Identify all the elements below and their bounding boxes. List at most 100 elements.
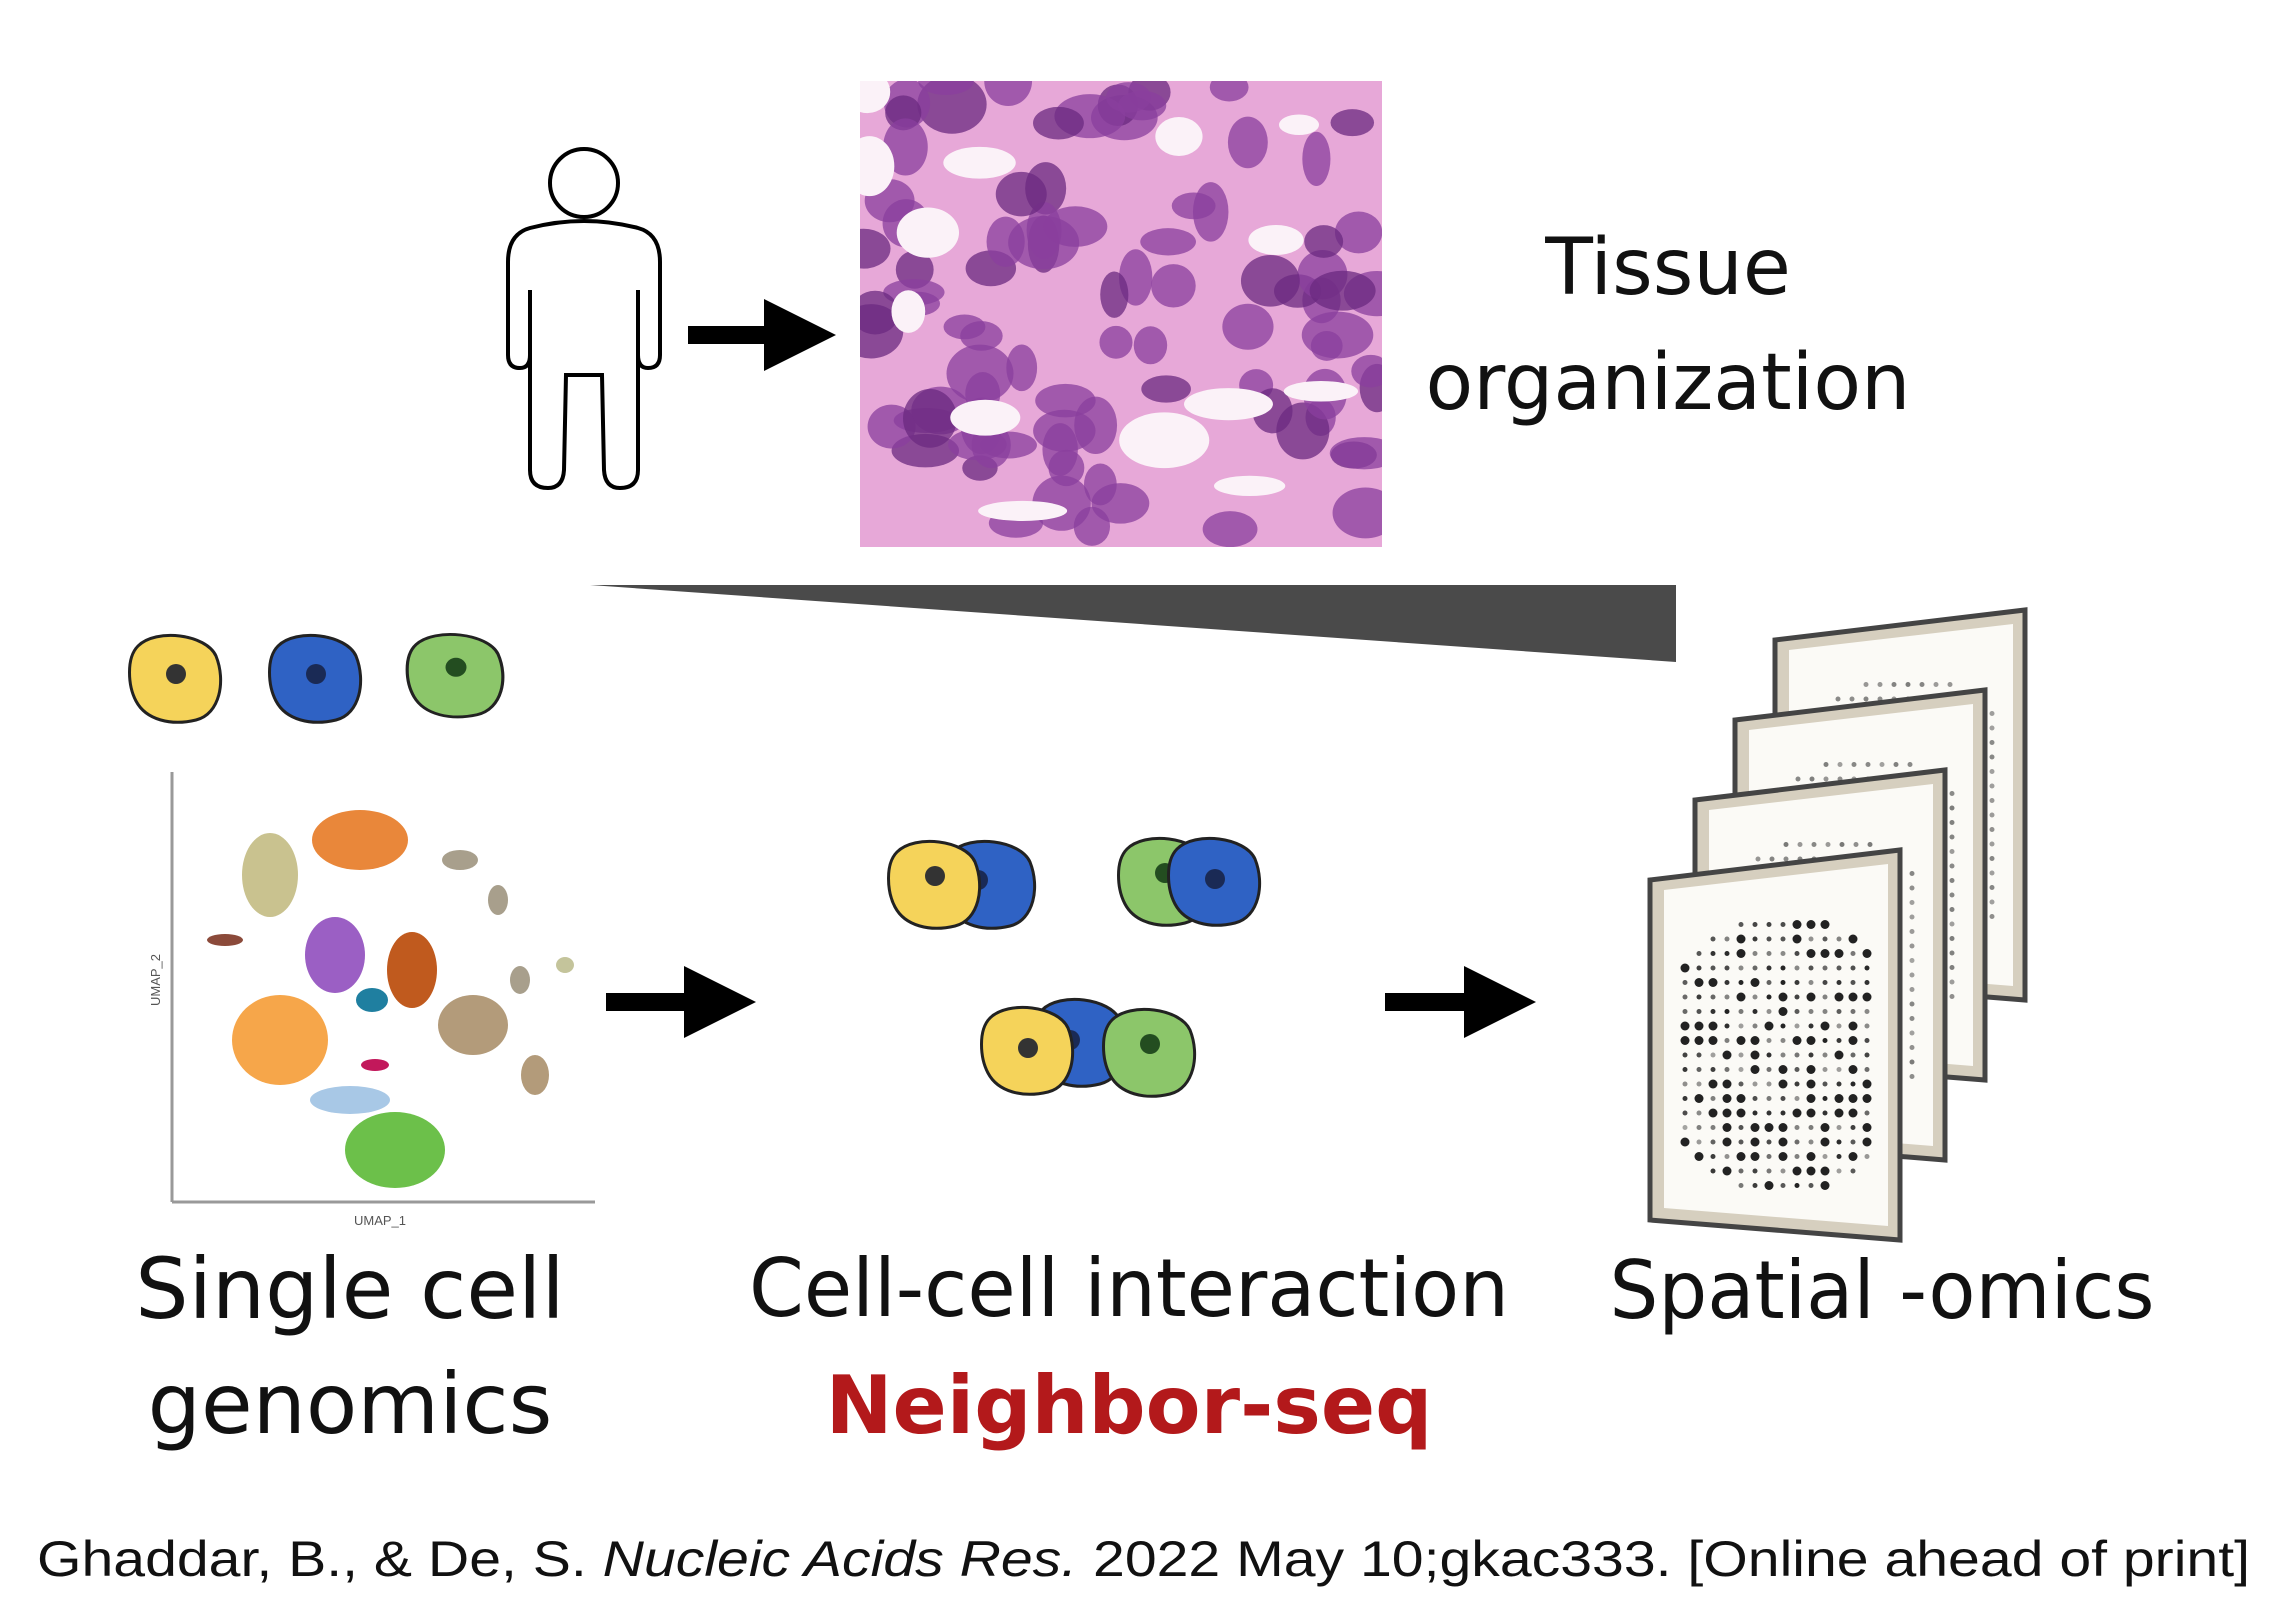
nucleus-blob	[1209, 81, 1249, 102]
spatial-spot	[1780, 1168, 1786, 1174]
spatial-spot	[1750, 978, 1760, 987]
spatial-spot	[1724, 980, 1730, 985]
nucleus-blob	[1006, 344, 1038, 392]
spatial-spot	[1822, 994, 1828, 1000]
spatial-spot	[1752, 1081, 1758, 1087]
spatial-spot	[1694, 978, 1704, 987]
spatial-spot	[1750, 1065, 1760, 1074]
spatial-spot	[1808, 1052, 1814, 1058]
spatial-spot	[1808, 1183, 1814, 1188]
spatial-spot	[1794, 1081, 1800, 1087]
spatial-spot	[1682, 1096, 1688, 1101]
nucleus-blob	[943, 314, 986, 340]
spatial-omics-label: Spatial -omics	[1610, 1244, 2155, 1337]
spatial-spot	[1736, 1108, 1746, 1118]
spatial-spot	[1877, 682, 1883, 687]
spatial-spot	[1809, 776, 1815, 782]
spatial-spot	[1724, 936, 1730, 942]
nucleus-blob	[1043, 206, 1108, 247]
lumen-space	[1183, 388, 1273, 421]
spatial-spot	[1780, 1052, 1786, 1058]
citation-details: 2022 May 10;gkac333. [Online ahead of pr…	[1077, 1531, 2250, 1587]
spatial-spot	[1864, 1154, 1870, 1159]
spatial-spot	[1836, 1125, 1842, 1130]
spatial-spot	[1848, 1108, 1858, 1118]
spatial-spot	[1738, 1139, 1744, 1145]
spatial-spot	[1780, 922, 1786, 927]
spatial-spot	[1736, 1094, 1746, 1103]
spatial-spot	[1794, 1183, 1800, 1188]
neighbor-seq-label: Neighbor-seq	[826, 1359, 1433, 1452]
spatial-spot	[1949, 892, 1955, 898]
spatial-spot	[1696, 1139, 1702, 1145]
spatial-spot	[1820, 1181, 1830, 1190]
spatial-spot	[1778, 1079, 1788, 1089]
spatial-spot	[1738, 1067, 1744, 1072]
spatial-spot	[1708, 1021, 1718, 1031]
nucleus-blob	[1099, 325, 1133, 359]
spatial-spot	[1724, 1038, 1730, 1043]
spatial-spot	[1682, 1110, 1688, 1116]
cell-pair-green-blue	[1117, 836, 1262, 927]
spatial-spot	[1766, 1168, 1772, 1174]
spatial-spot	[1822, 1096, 1828, 1101]
spatial-spot	[1837, 762, 1843, 767]
spatial-spot	[1722, 1123, 1732, 1132]
nucleus-blob	[1309, 270, 1376, 311]
spatial-spot	[1862, 1094, 1872, 1103]
nucleus-blob	[1222, 303, 1274, 350]
spatial-spot	[1780, 965, 1786, 971]
spatial-spot	[1710, 965, 1716, 971]
spatial-spot	[1724, 1023, 1730, 1029]
spatial-spot	[1680, 1021, 1690, 1031]
spatial-spot	[1738, 1052, 1744, 1058]
spatial-spot	[1989, 899, 1995, 905]
spatial-spot	[1738, 1168, 1744, 1174]
spatial-spot	[1766, 1081, 1772, 1087]
spatial-spot	[1792, 920, 1802, 929]
spatial-spot	[1909, 871, 1915, 876]
nucleus-blob	[1100, 271, 1129, 318]
nucleus-blob	[1202, 511, 1258, 547]
lumen-space	[860, 136, 895, 197]
spatial-spot	[1808, 1009, 1814, 1014]
nucleus-blob	[1240, 255, 1300, 307]
spatial-spot	[1708, 1108, 1718, 1118]
spatial-spot	[1710, 1052, 1716, 1058]
spatial-spot	[1909, 958, 1915, 963]
spatial-spot	[1909, 972, 1915, 978]
spatial-spot	[1764, 1021, 1774, 1031]
spatial-spot	[1822, 1067, 1828, 1072]
spatial-spot	[1778, 1065, 1788, 1074]
spatial-spot	[1806, 1036, 1816, 1045]
zoom-wedge	[590, 585, 1676, 662]
citation: Ghaddar, B., & De, S. Nucleic Acids Res.…	[37, 1531, 2250, 1587]
nucleus-blob	[1330, 109, 1375, 137]
spatial-spot	[1822, 980, 1828, 985]
nucleus-blob	[1083, 463, 1117, 506]
spatial-spot	[1949, 979, 1955, 985]
spatial-spot	[1722, 1050, 1732, 1060]
spatial-spot	[1722, 1137, 1732, 1147]
spatial-spot	[1766, 1052, 1772, 1058]
spatial-spot	[1724, 951, 1730, 956]
spatial-spot	[1708, 1079, 1718, 1089]
spatial-spot	[1933, 682, 1939, 687]
spatial-spot	[1863, 696, 1869, 702]
umap-cluster	[488, 885, 508, 915]
spatial-spot	[1680, 1137, 1690, 1147]
spatial-spot	[1710, 936, 1716, 942]
spatial-spot	[1836, 1139, 1842, 1145]
spatial-spot	[1738, 1081, 1744, 1087]
spatial-spot	[1864, 1009, 1870, 1014]
spatial-spot	[1794, 1023, 1800, 1029]
spatial-spot	[1766, 1096, 1772, 1101]
spatial-omics-slides	[1647, 607, 2028, 1243]
spatial-spot	[1989, 885, 1995, 890]
spatial-spot	[1949, 994, 1955, 999]
spatial-spot	[1794, 1125, 1800, 1130]
spatial-spot	[1794, 994, 1800, 1000]
nucleus-blob	[895, 250, 934, 289]
spatial-spot	[1764, 1181, 1774, 1190]
spatial-spot	[1736, 992, 1746, 1002]
